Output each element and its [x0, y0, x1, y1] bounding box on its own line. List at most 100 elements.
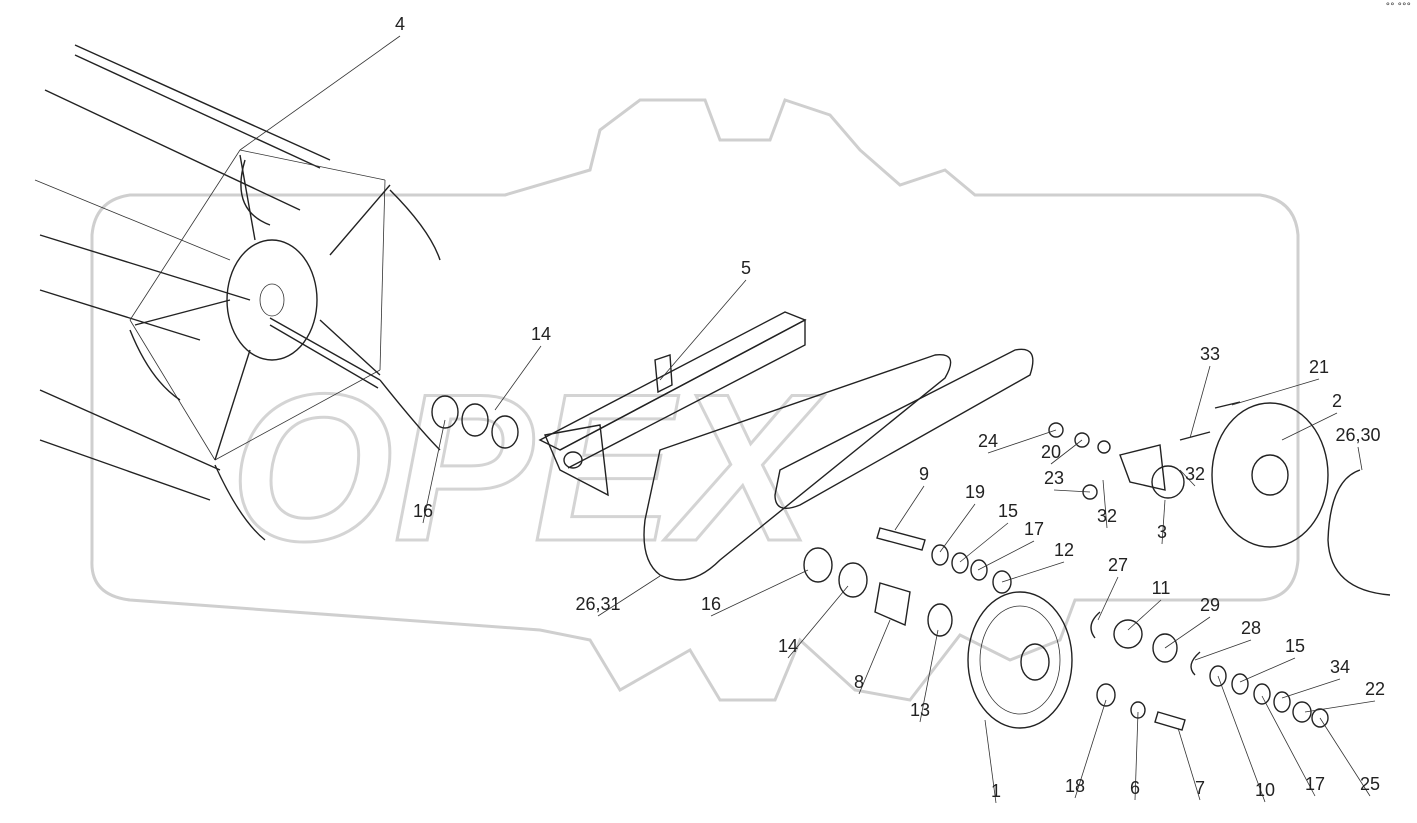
callout-c20: 20 — [1041, 442, 1061, 462]
callout-c2631: 26,31 — [575, 594, 620, 614]
washer-13 — [927, 603, 953, 637]
callout-c34: 34 — [1330, 657, 1350, 677]
watermark-text: OPEX — [230, 350, 824, 585]
sprocket-11 — [1113, 619, 1143, 649]
washer-18 — [1096, 683, 1116, 707]
leader-line-c2631 — [597, 575, 661, 617]
leader-line-c16b — [710, 569, 809, 617]
support-beam — [538, 311, 807, 497]
beam-bracket-plate — [544, 424, 609, 497]
callout-c2: 2 — [1332, 391, 1342, 411]
reel-shaft — [269, 317, 381, 381]
callout-c29: 29 — [1200, 595, 1220, 615]
callout-c14a: 14 — [531, 324, 551, 344]
callout-c15a: 15 — [998, 501, 1018, 521]
callout-c12: 12 — [1054, 540, 1074, 560]
corner-mark: °° °°° — [1385, 2, 1411, 12]
leader-line-c15b — [1239, 657, 1296, 683]
tensioner-bracket — [1119, 444, 1166, 491]
washer-16-upper-b — [461, 403, 489, 437]
leader-line-c22 — [1304, 700, 1376, 713]
leader-line-c20 — [1050, 439, 1083, 465]
callout-c13: 13 — [910, 700, 930, 720]
callout-c1: 1 — [991, 781, 1001, 801]
leader-line-c17a — [977, 540, 1035, 571]
washer-16-upper — [431, 395, 459, 429]
short-chain — [774, 348, 1034, 509]
callout-c18: 18 — [1065, 776, 1085, 796]
leader-line-c8 — [858, 619, 891, 695]
leader-line-c19 — [939, 503, 976, 553]
callout-labels: 451416919151712242023323233321226,302711… — [239, 14, 1385, 804]
callout-c14b: 14 — [778, 636, 798, 656]
callout-c17b: 17 — [1305, 774, 1325, 794]
leader-line-c11 — [1127, 599, 1162, 631]
nut-24 — [1048, 422, 1064, 438]
leader-line-c13 — [919, 629, 939, 723]
snap-ring-27 — [1090, 611, 1101, 639]
leader-line-c3 — [1161, 499, 1166, 545]
leader-line-c28 — [1194, 639, 1252, 661]
callout-c32a: 32 — [1097, 506, 1117, 526]
leader-line-c16a — [422, 419, 446, 524]
leader-line-c7 — [1177, 727, 1201, 801]
bolt-7 — [1154, 711, 1186, 731]
callout-c24: 24 — [978, 431, 998, 451]
leader-line-c32b — [1179, 469, 1196, 487]
snap-ring-28 — [1190, 651, 1201, 676]
callout-c7: 7 — [1195, 778, 1205, 798]
callout-c17a: 17 — [1024, 519, 1044, 539]
leader-line-c2630 — [1357, 446, 1363, 471]
axle-pin — [876, 527, 926, 551]
washer-16-lower — [803, 547, 833, 583]
callout-c16b: 16 — [701, 594, 721, 614]
leader-line-c14b — [787, 585, 849, 659]
leader-line-c1 — [984, 719, 997, 804]
callout-c27: 27 — [1108, 555, 1128, 575]
leader-line-c33 — [1189, 365, 1211, 439]
leader-line-c15a — [959, 522, 1009, 563]
washer-14-upper — [491, 415, 519, 449]
chain-segment-26-30 — [1327, 469, 1391, 596]
callout-c21: 21 — [1309, 357, 1329, 377]
leader-line-c12 — [1001, 561, 1065, 583]
leader-line-c21 — [1231, 378, 1320, 406]
leader-line-c17b — [1261, 695, 1316, 797]
leader-line-c24 — [987, 429, 1057, 454]
callout-c25: 25 — [1360, 774, 1380, 794]
leader-line-c10 — [1217, 675, 1266, 803]
callout-c3: 3 — [1157, 522, 1167, 542]
leader-line-c29 — [1164, 616, 1211, 649]
callout-c19: 19 — [965, 482, 985, 502]
bearing-29 — [1152, 633, 1178, 663]
reel-hub-disc — [226, 239, 318, 361]
leader-line-c32a — [1102, 479, 1108, 529]
callout-c4: 4 — [395, 14, 405, 34]
washer-14-lower — [838, 562, 868, 598]
callout-c22: 22 — [1365, 679, 1385, 699]
callout-c23: 23 — [1044, 468, 1064, 488]
callout-c33: 33 — [1200, 344, 1220, 364]
callout-c8: 8 — [854, 672, 864, 692]
callout-c11: 11 — [1152, 578, 1171, 598]
leader-line-c5 — [659, 279, 747, 381]
reel-assembly — [34, 44, 441, 541]
leader-line-c2 — [1281, 412, 1338, 441]
callout-c28: 28 — [1241, 618, 1261, 638]
long-chain — [643, 354, 952, 581]
leader-line-c25 — [1319, 717, 1371, 797]
leader-line-c14a — [494, 345, 542, 411]
leader-line-c27 — [1097, 576, 1119, 621]
callout-c6: 6 — [1130, 778, 1140, 798]
callout-c2630: 26,30 — [1335, 425, 1380, 445]
callout-c10: 10 — [1255, 780, 1275, 800]
leader-line-c18 — [1074, 699, 1107, 799]
leader-line-c34 — [1281, 678, 1341, 699]
callout-c16a: 16 — [413, 501, 433, 521]
leader-line-c23 — [1053, 489, 1091, 493]
small-sprocket-3 — [1151, 465, 1185, 499]
watermark: OPEX — [90, 98, 1300, 702]
sprocket-2 — [1211, 402, 1329, 548]
leader-line-c4 — [239, 35, 401, 151]
